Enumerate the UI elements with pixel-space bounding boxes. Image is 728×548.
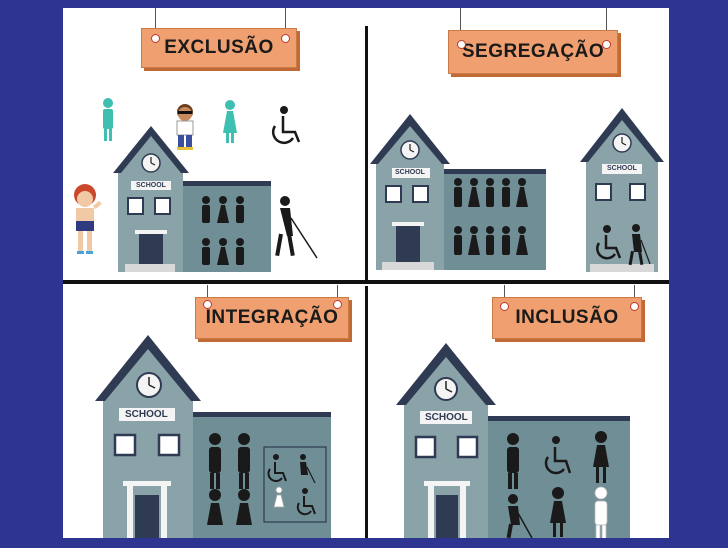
diagram-canvas: EXCLUSÃO bbox=[63, 8, 669, 538]
wheelchair-icon bbox=[544, 436, 572, 475]
sign-integration: INTEGRAÇÃO bbox=[195, 297, 349, 339]
man-icon bbox=[507, 433, 519, 489]
woman-icon bbox=[550, 487, 566, 537]
school-building bbox=[113, 126, 271, 272]
blind-person-cane-icon bbox=[275, 196, 318, 259]
wheelchair-icon bbox=[267, 454, 287, 482]
pin-icon bbox=[333, 300, 342, 309]
figures-inside-main bbox=[454, 178, 528, 255]
sign-inclusion: INCLUSÃO bbox=[492, 297, 642, 339]
main-school-building bbox=[370, 114, 546, 270]
inclusion-illustration bbox=[396, 343, 630, 538]
sign-segregation-label: SEGREGAÇÃO bbox=[461, 41, 605, 62]
sunglasses-kid-icon bbox=[176, 104, 194, 150]
school-sign-exclusion: SCHOOL bbox=[136, 182, 166, 189]
panel-integration: INTEGRAÇÃO bbox=[63, 285, 363, 538]
cartoon-girl-icon bbox=[74, 184, 102, 254]
panel-segregation: SEGREGAÇÃO bbox=[368, 8, 669, 278]
figures-inside bbox=[506, 431, 609, 538]
blind-person-cane-icon bbox=[628, 224, 651, 266]
sign-exclusion: EXCLUSÃO bbox=[141, 28, 297, 68]
vertical-divider-bottom bbox=[365, 286, 368, 538]
school-sign-small: SCHOOL bbox=[607, 165, 637, 172]
white-man-icon bbox=[594, 486, 608, 538]
school-sign: SCHOOL bbox=[125, 409, 168, 420]
wheelchair-icon bbox=[271, 106, 301, 145]
horizontal-divider bbox=[63, 280, 669, 284]
small-school-building bbox=[580, 108, 664, 272]
sign-exclusion-label: EXCLUSÃO bbox=[164, 37, 274, 58]
pin-icon bbox=[457, 40, 466, 49]
pin-icon bbox=[602, 40, 611, 49]
school-sign: SCHOOL bbox=[425, 412, 468, 423]
wheelchair-icon bbox=[596, 225, 622, 260]
white-woman-icon bbox=[273, 486, 285, 508]
panel-inclusion: INCLUSÃO bbox=[368, 285, 669, 538]
sign-segregation: SEGREGAÇÃO bbox=[448, 30, 618, 74]
sign-inclusion-label: INCLUSÃO bbox=[515, 307, 619, 328]
figures-inside bbox=[207, 433, 252, 525]
figures-inside bbox=[202, 196, 244, 265]
pin-icon bbox=[151, 34, 160, 43]
exclusion-illustration bbox=[74, 98, 318, 272]
wheelchair-icon bbox=[296, 488, 316, 516]
teal-woman-icon bbox=[223, 100, 237, 143]
segregation-illustration bbox=[370, 108, 664, 272]
panel-exclusion: EXCLUSÃO bbox=[63, 8, 363, 278]
blind-person-cane-icon bbox=[300, 454, 316, 484]
pin-icon bbox=[500, 302, 509, 311]
sign-integration-label: INTEGRAÇÃO bbox=[205, 307, 339, 328]
vertical-divider-top bbox=[365, 26, 368, 284]
teal-person-icon bbox=[103, 98, 113, 141]
pin-icon bbox=[203, 300, 212, 309]
school-sign-main: SCHOOL bbox=[395, 169, 425, 176]
blind-person-cane-icon bbox=[506, 494, 533, 538]
woman-icon bbox=[593, 431, 609, 483]
pin-icon bbox=[281, 34, 290, 43]
pin-icon bbox=[630, 302, 639, 311]
integration-illustration bbox=[95, 335, 331, 538]
